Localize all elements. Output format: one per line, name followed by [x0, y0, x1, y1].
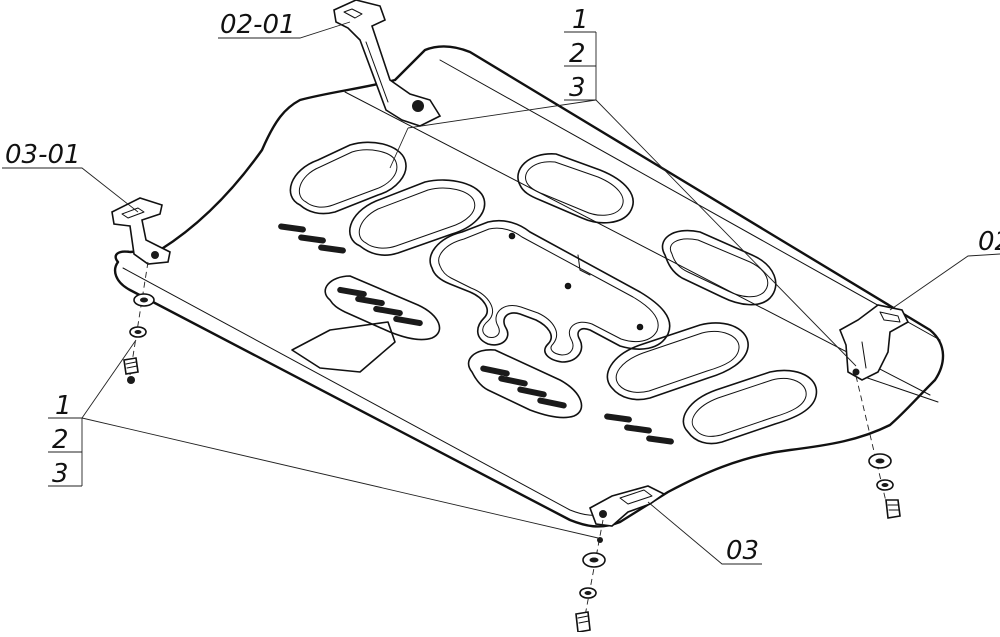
plate-openings: [289, 141, 818, 445]
fastener-stack-left: [123, 261, 155, 384]
leader-lines: [2, 21, 1000, 565]
plate-fold-line-front: [439, 59, 941, 341]
callout-left-1: 1: [55, 391, 72, 421]
opening-upper-right: [517, 153, 634, 224]
bolt-icon: [123, 357, 139, 384]
fastener-stack-right: [855, 375, 901, 519]
louvre-group-center: [467, 349, 583, 419]
callout-labels: 02-01 03-01 02 03 1 2 3 1 2 3: [5, 5, 1000, 566]
plate-front-cutout: [291, 321, 396, 373]
louvre-group-left: [324, 275, 441, 341]
bracket-left: [111, 197, 171, 265]
callout-left-2: 2: [52, 425, 69, 455]
opening-upper-left: [289, 141, 407, 215]
opening-upper-mid: [349, 179, 486, 256]
callout-02-01: 02-01: [220, 10, 296, 40]
opening-right-upper: [661, 229, 777, 306]
callout-left-3: 3: [52, 459, 69, 489]
callout-03-01: 03-01: [5, 140, 81, 170]
bracket-top: [333, 0, 442, 127]
bracket-right: [838, 304, 910, 381]
opening-center-meander: [429, 219, 671, 363]
callout-top-3: 3: [569, 73, 586, 103]
plate-fold-line-top: [344, 91, 931, 396]
callout-top-1: 1: [572, 5, 589, 35]
slots-left-edge: [278, 223, 346, 254]
slots-right-edge: [604, 413, 674, 445]
callout-top-2: 2: [569, 39, 586, 69]
opening-right-lower: [682, 369, 818, 445]
bolt-icon: [885, 499, 901, 519]
opening-right-mid: [606, 322, 749, 401]
bolt-icon: [575, 611, 591, 633]
fastener-stack-bottom: [575, 519, 606, 633]
callout-02: 02: [978, 227, 1000, 257]
callout-03: 03: [726, 536, 759, 566]
